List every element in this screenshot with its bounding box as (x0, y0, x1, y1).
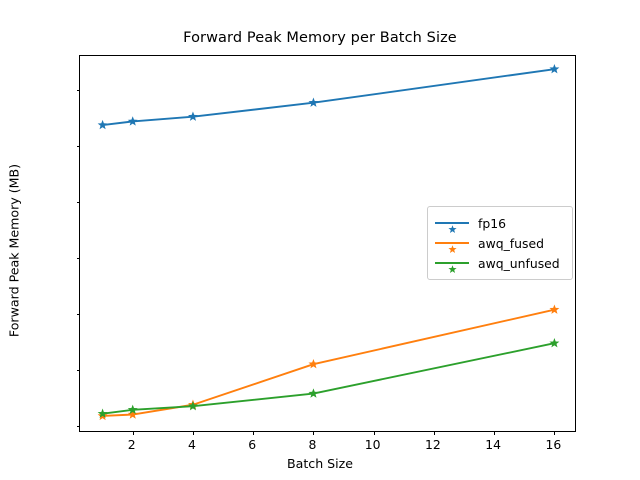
legend-marker-awq-unfused (435, 256, 469, 273)
y-axis-label: Forward Peak Memory (MB) (6, 163, 22, 338)
legend-marker-awq-fused (435, 236, 469, 253)
series-layer (97, 63, 560, 421)
y-tick-mark (76, 146, 80, 148)
data-point-marker (127, 404, 138, 414)
y-tick-mark (76, 425, 80, 427)
legend-star-icon (448, 259, 457, 273)
legend-line (435, 222, 469, 224)
data-point-marker (308, 97, 319, 107)
legend-label: awq_fused (478, 235, 544, 251)
y-tick-mark (76, 257, 80, 259)
y-tick-mark (76, 90, 80, 92)
legend-star-icon (448, 239, 457, 253)
x-tick-label: 4 (188, 437, 196, 452)
data-point-marker (308, 359, 319, 369)
y-tick-mark (76, 313, 80, 315)
x-tick-label: 2 (127, 437, 136, 452)
x-tick-mark (433, 431, 435, 435)
data-point-marker (549, 304, 560, 314)
x-tick-label: 16 (545, 437, 562, 452)
y-tick-mark (76, 201, 80, 203)
data-point-marker (97, 408, 108, 418)
x-tick-label: 10 (364, 437, 381, 452)
legend-line (435, 262, 469, 264)
series-line-awq_unfused (101, 342, 556, 415)
x-tick-mark (554, 431, 556, 435)
x-tick-mark (373, 431, 375, 435)
series-line-awq_fused (101, 308, 556, 417)
data-point-marker (127, 116, 138, 126)
x-tick-mark (494, 431, 496, 435)
y-tick-mark (76, 369, 80, 371)
x-tick-mark (253, 431, 255, 435)
x-tick-mark (313, 431, 315, 435)
legend-marker-fp16 (435, 216, 469, 233)
x-tick-label: 8 (308, 437, 317, 452)
legend-label: awq_unfused (478, 255, 560, 271)
x-tick-mark (192, 431, 194, 435)
data-point-marker (308, 388, 319, 398)
plot-area (76, 55, 576, 435)
data-point-marker (188, 111, 198, 121)
legend-item[interactable]: fp16 (435, 213, 564, 233)
legend-item[interactable]: awq_unfused (435, 253, 564, 273)
legend-label: fp16 (478, 215, 506, 231)
legend-item[interactable]: awq_fused (435, 233, 564, 253)
chart-legend: fp16 awq_fused awq_unfused (427, 206, 573, 280)
x-tick-label: 14 (485, 437, 502, 452)
x-tick-label: 12 (425, 437, 441, 452)
legend-star-icon (448, 219, 457, 233)
x-tick-mark (132, 431, 134, 435)
legend-line (435, 242, 469, 244)
data-point-marker (549, 63, 560, 74)
data-point-marker (188, 400, 198, 411)
data-point-marker (549, 338, 560, 348)
data-point-marker (127, 409, 138, 419)
x-axis-label: Batch Size (286, 456, 354, 471)
series-line-fp16 (101, 68, 556, 127)
data-point-marker (97, 119, 108, 130)
chart-title: Forward Peak Memory per Batch Size (183, 30, 457, 46)
x-tick-label: 6 (248, 437, 257, 452)
